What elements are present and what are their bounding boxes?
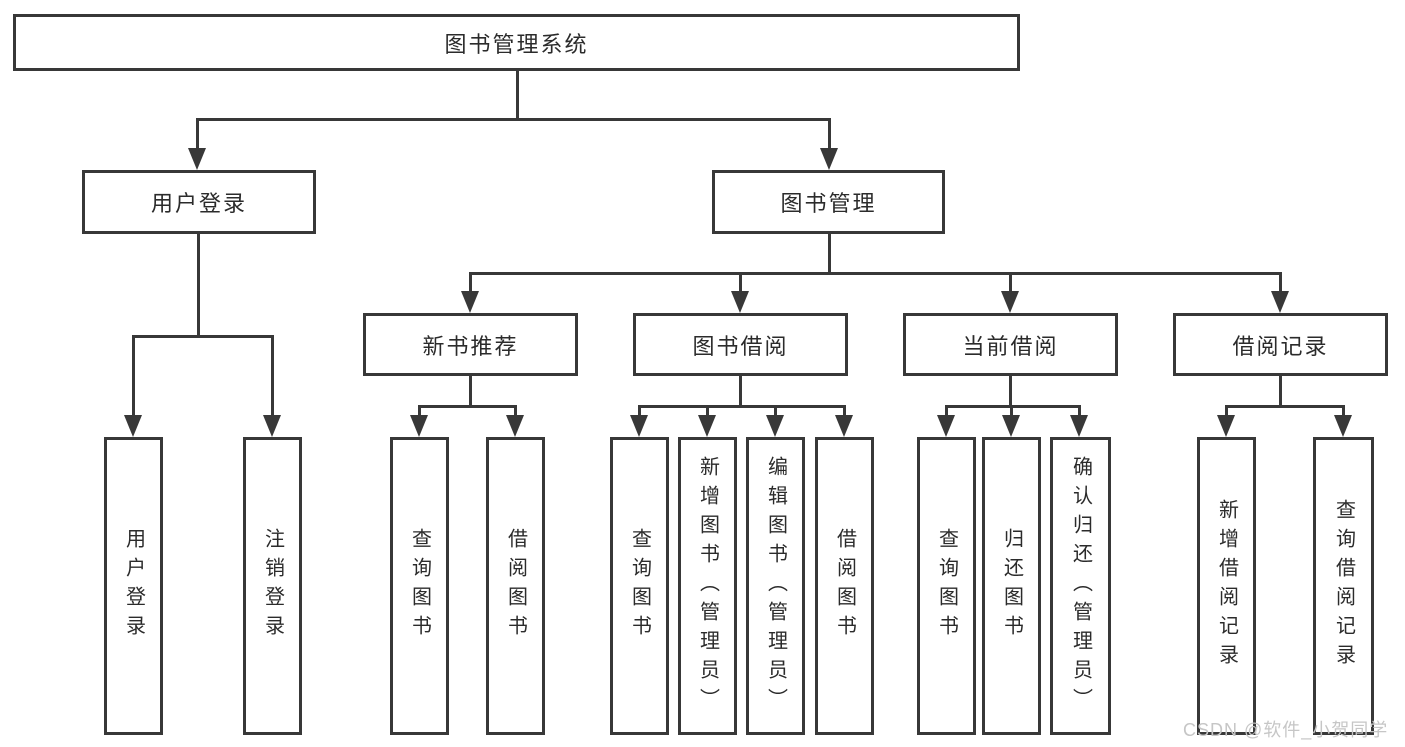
connector-line	[469, 272, 1282, 275]
leaf-label: 查询图书	[935, 528, 958, 644]
connector-line	[638, 405, 846, 408]
connector-line	[945, 405, 948, 419]
arrowhead-down-icon	[835, 415, 853, 437]
node-current-borrowing: 当前借阅	[903, 313, 1118, 376]
leaf-label: 查询图书	[408, 528, 431, 644]
leaf-label: 新增图书（管理员）	[696, 455, 719, 717]
leaf-edit-book-admin: 编辑图书（管理员）	[746, 437, 805, 735]
connector-line	[739, 272, 742, 296]
connector-line	[469, 375, 472, 407]
connector-line	[1342, 405, 1345, 419]
connector-line	[828, 233, 831, 275]
connector-line	[828, 118, 831, 152]
node-book-borrowing: 图书借阅	[633, 313, 848, 376]
connector-line	[774, 405, 777, 419]
arrowhead-down-icon	[630, 415, 648, 437]
node-library-management-system: 图书管理系统	[13, 14, 1020, 71]
connector-line	[196, 118, 199, 152]
connector-line	[1279, 375, 1282, 407]
connector-line	[1078, 405, 1081, 419]
leaf-label: 注销登录	[261, 528, 284, 644]
node-new-book-recommendation: 新书推荐	[363, 313, 578, 376]
arrowhead-down-icon	[1334, 415, 1352, 437]
connector-line	[418, 405, 517, 408]
leaf-label: 借阅图书	[504, 528, 527, 644]
connector-line	[132, 335, 135, 419]
connector-line	[271, 335, 274, 419]
connector-line	[1225, 405, 1345, 408]
arrowhead-down-icon	[1217, 415, 1235, 437]
leaf-label: 归还图书	[1000, 528, 1023, 644]
connector-line	[196, 118, 831, 121]
arrowhead-down-icon	[506, 415, 524, 437]
arrowhead-down-icon	[461, 291, 479, 313]
leaf-query-books-current: 查询图书	[917, 437, 976, 735]
leaf-borrow-books-recommend: 借阅图书	[486, 437, 545, 735]
node-book-management: 图书管理	[712, 170, 945, 234]
leaf-label: 确认归还（管理员）	[1069, 455, 1092, 717]
connector-line	[638, 405, 641, 419]
connector-line	[843, 405, 846, 419]
connector-line	[1009, 272, 1012, 296]
connector-line	[739, 375, 742, 407]
leaf-label: 查询借阅记录	[1332, 499, 1355, 673]
connector-line	[1009, 375, 1012, 407]
arrowhead-down-icon	[410, 415, 428, 437]
arrowhead-down-icon	[766, 415, 784, 437]
connector-line	[469, 272, 472, 296]
leaf-confirm-return-admin: 确认归还（管理员）	[1050, 437, 1111, 735]
connector-line	[514, 405, 517, 419]
leaf-label: 查询图书	[628, 528, 651, 644]
arrowhead-down-icon	[1070, 415, 1088, 437]
connector-line	[1010, 405, 1013, 419]
arrowhead-down-icon	[820, 148, 838, 170]
leaf-query-books-borrow: 查询图书	[610, 437, 669, 735]
leaf-label: 借阅图书	[833, 528, 856, 644]
arrowhead-down-icon	[188, 148, 206, 170]
arrowhead-down-icon	[698, 415, 716, 437]
leaf-return-books: 归还图书	[982, 437, 1041, 735]
connector-line	[132, 335, 274, 338]
leaf-logout: 注销登录	[243, 437, 302, 735]
leaf-user-login: 用户登录	[104, 437, 163, 735]
node-user-login: 用户登录	[82, 170, 316, 234]
arrowhead-down-icon	[937, 415, 955, 437]
arrowhead-down-icon	[124, 415, 142, 437]
connector-line	[945, 405, 1081, 408]
leaf-label: 编辑图书（管理员）	[764, 455, 787, 717]
leaf-query-borrow-record: 查询借阅记录	[1313, 437, 1374, 735]
leaf-label: 用户登录	[122, 528, 145, 644]
node-borrowing-records: 借阅记录	[1173, 313, 1388, 376]
arrowhead-down-icon	[1001, 291, 1019, 313]
connector-line	[706, 405, 709, 419]
connector-line	[516, 70, 519, 120]
arrowhead-down-icon	[1271, 291, 1289, 313]
leaf-add-borrow-record: 新增借阅记录	[1197, 437, 1256, 735]
connector-line	[418, 405, 421, 419]
leaf-query-books-recommend: 查询图书	[390, 437, 449, 735]
leaf-add-book-admin: 新增图书（管理员）	[678, 437, 737, 735]
connector-line	[1279, 272, 1282, 296]
connector-line	[1225, 405, 1228, 419]
arrowhead-down-icon	[731, 291, 749, 313]
connector-line	[197, 233, 200, 337]
leaf-label: 新增借阅记录	[1215, 499, 1238, 673]
csdn-watermark: CSDN @软件_小贺同学	[1183, 720, 1389, 740]
arrowhead-down-icon	[263, 415, 281, 437]
arrowhead-down-icon	[1002, 415, 1020, 437]
leaf-borrow-books: 借阅图书	[815, 437, 874, 735]
